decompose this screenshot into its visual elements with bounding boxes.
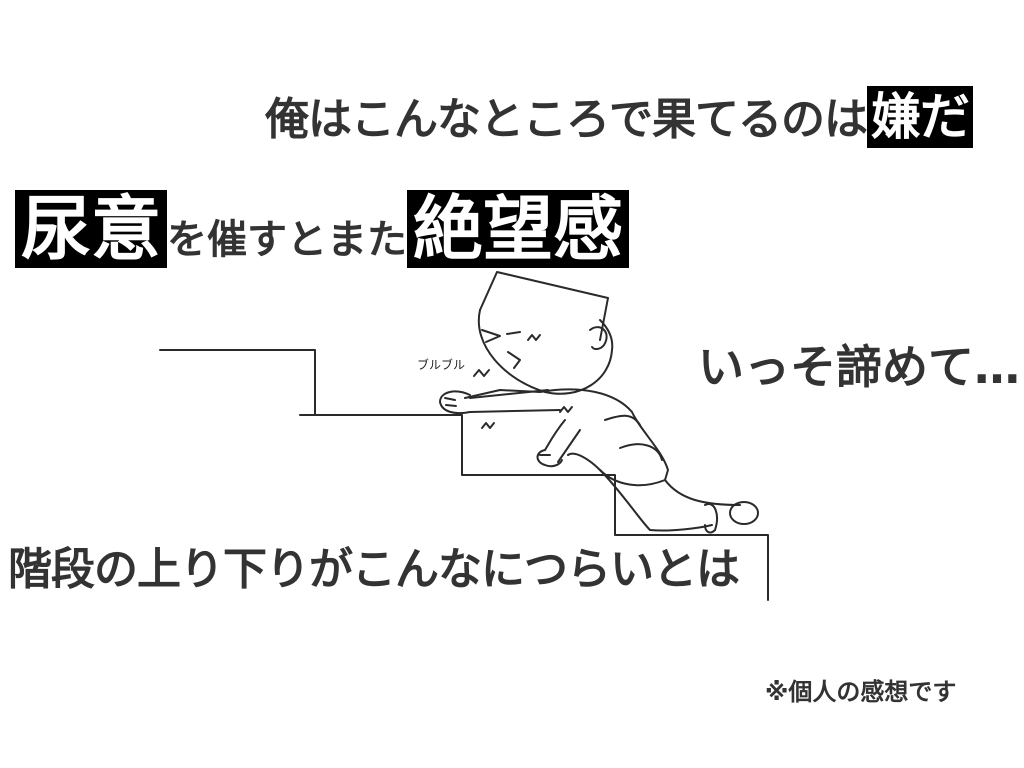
person-leg [599,469,741,532]
person-mouth [507,351,521,369]
caption-line-4: 階段の上り下りがこんなにつらいとは [8,544,740,595]
caption-line-2-highlight-2: 絶望感 [407,190,629,268]
caption-line-2-highlight-1: 尿意 [15,190,167,268]
shiver-mark [481,422,495,429]
person-eye [481,329,501,343]
person-hand [536,449,563,468]
footnote: ※個人の感想です [765,678,957,706]
person-arm [544,419,581,463]
person-arm [469,389,561,413]
caption-line-1: 俺はこんなところで果てるのは嫌だ [265,86,973,148]
sound-effect-text: ブルブル [417,358,466,372]
caption-line-2: 尿意を催すとまた絶望感 [15,190,629,268]
shiver-mark [559,406,573,413]
person-ear [589,326,608,351]
shirt-stripe [604,414,641,426]
shiver-mark [473,369,490,377]
caption-line-2-text: を催すとまた [167,217,407,263]
person-hand [439,390,471,415]
shiver-mark [527,334,541,341]
person-eye [506,331,521,335]
person-foot [729,501,759,525]
person-body [464,388,669,487]
caption-line-1-text: 俺はこんなところで果てるのは [265,94,868,145]
caption-line-3: いっそ諦めて… [698,340,1020,394]
person-foot [704,503,718,534]
caption-line-1-highlight: 嫌だ [867,86,973,148]
staircase-outline [159,349,769,601]
person-hair [479,271,609,341]
person-head [477,309,614,395]
shirt-stripe [619,443,663,461]
